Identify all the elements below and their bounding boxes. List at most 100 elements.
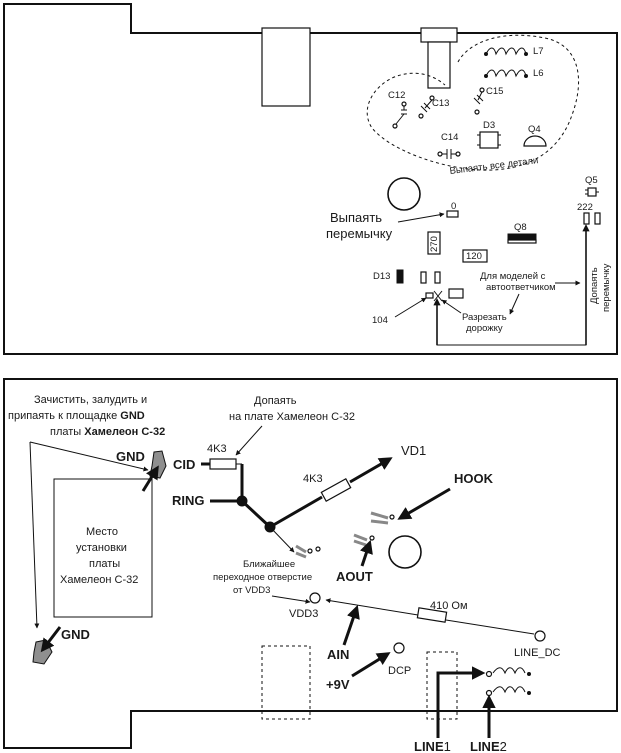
label-q5: Q5 xyxy=(585,175,598,186)
label-vdd3: VDD3 xyxy=(289,608,318,620)
label-120: 120 xyxy=(466,251,482,262)
line-contacts xyxy=(485,667,531,697)
transistor-q5: Q5 xyxy=(585,175,599,197)
cut-track-note-1: Разрезать xyxy=(462,312,507,323)
solder-jumper-note-2: перемычку xyxy=(601,263,612,312)
gnd-top-pad: GND xyxy=(116,449,167,492)
label-r2: 4K3 xyxy=(303,473,323,485)
capacitor-c12: C12 xyxy=(388,90,407,129)
label-line2: LINE2 xyxy=(470,739,507,753)
solder-jumper-note-1: Допаять xyxy=(589,267,600,304)
label-d3: D3 xyxy=(483,120,495,131)
wire-vdd3-linedc xyxy=(325,598,535,635)
resistor-120: 120 xyxy=(462,249,488,263)
diode-d3: D3 xyxy=(477,120,501,149)
switch-hook: HOOK xyxy=(370,471,494,525)
wire-line1 xyxy=(436,666,486,738)
footprint-right xyxy=(426,651,458,720)
capacitor-c13: C13 xyxy=(418,95,449,119)
pointer-to-gnd-top xyxy=(29,441,149,472)
diode-d13: D13 xyxy=(373,269,404,284)
label-104: 104 xyxy=(372,315,388,326)
solder-jumper-wire: Допаять перемычку xyxy=(433,224,612,346)
instruction-clean-1: Зачистить, залудить и xyxy=(34,394,147,406)
mount-note-2: установки xyxy=(76,542,127,554)
label-aout: AOUT xyxy=(336,569,373,584)
transistor-q4: Q4 xyxy=(523,124,547,147)
pad-left xyxy=(420,271,427,284)
footprint-left xyxy=(261,645,311,720)
label-r410: 410 Ом xyxy=(430,600,468,612)
instruction-solder-on-2: на плате Хамелеон С-32 xyxy=(229,411,355,423)
dcp-pad xyxy=(393,642,405,654)
via-note-1: Ближайшее xyxy=(243,559,295,570)
vdd3-via xyxy=(309,592,321,604)
label-q4: Q4 xyxy=(528,124,541,135)
label-270: 270 xyxy=(429,236,440,252)
arrow-ain xyxy=(342,604,360,646)
label-q8: Q8 xyxy=(514,222,527,233)
pad-right xyxy=(434,271,441,284)
bottom-board: Зачистить, залудить и припаять к площадк… xyxy=(3,378,618,753)
mount-note-4: Хамелеон С-32 xyxy=(60,574,138,586)
desolder-jumper-note-1: Выпаять xyxy=(330,210,382,225)
resistor-270: 270 xyxy=(427,231,441,255)
line-dc-pad xyxy=(534,630,546,642)
instruction-clean-2: припаять к площадке GND xyxy=(8,410,145,422)
capacitor-c14: C14 xyxy=(437,132,461,159)
arrow-9v xyxy=(351,652,391,678)
label-c15: C15 xyxy=(486,86,503,97)
label-c13: C13 xyxy=(432,98,449,109)
jack-body xyxy=(427,41,451,89)
inductor-l7: L7 xyxy=(484,46,544,57)
chameleon-mount-area xyxy=(53,478,153,618)
desolder-jumper-note-2: перемычку xyxy=(326,226,393,241)
label-c12: C12 xyxy=(388,90,405,101)
label-l6: L6 xyxy=(533,68,544,79)
connector-block xyxy=(261,27,311,107)
mount-note-3: платы xyxy=(89,558,120,570)
desolder-region xyxy=(366,34,579,171)
instruction-clean-3: платы Хамелеон С-32 xyxy=(50,426,165,438)
answering-models-note-1: Для моделей с xyxy=(480,271,546,282)
gnd-bottom-pad: GND xyxy=(32,626,90,665)
jack-head xyxy=(420,27,458,43)
resistor-222: 222 xyxy=(577,202,601,225)
label-c14: C14 xyxy=(441,132,458,143)
label-line1: LINE1 xyxy=(414,739,451,753)
label-vd1: VD1 xyxy=(401,443,426,458)
label-l7: L7 xyxy=(533,46,544,57)
label-dcp: DCP xyxy=(388,665,411,677)
transistor-q8: Q8 xyxy=(507,222,537,244)
switch-ring xyxy=(295,544,321,559)
wire-cid xyxy=(201,458,244,501)
switch-aout: AOUT xyxy=(336,533,375,584)
capacitor-c15: C15 xyxy=(473,86,503,115)
top-board-outline xyxy=(3,3,618,355)
label-gnd-top: GND xyxy=(116,449,145,464)
top-board: Выпаять все детали L7 L6 C12 C13 C15 xyxy=(3,3,618,355)
wire-vd1 xyxy=(269,457,393,529)
instruction-solder-on-1: Допаять xyxy=(254,395,297,407)
mounting-hole-top xyxy=(387,177,421,211)
pointer-to-gnd-bottom xyxy=(29,441,40,629)
label-plus9v: +9V xyxy=(326,677,350,692)
mount-note-1: Место xyxy=(86,526,118,538)
label-jumper-0: 0 xyxy=(451,201,456,212)
via-note-2: переходное отверстие xyxy=(213,572,312,583)
cut-track-note-2: дорожку xyxy=(466,323,503,334)
label-r1: 4K3 xyxy=(207,443,227,455)
label-222: 222 xyxy=(577,202,593,213)
label-gnd-bottom: GND xyxy=(61,627,90,642)
label-d13: D13 xyxy=(373,271,390,282)
label-ring: RING xyxy=(172,493,205,508)
cut-track-area: 104 Разрезать дорожку xyxy=(372,288,507,334)
mounting-hole-bottom xyxy=(388,535,422,569)
label-cid: CID xyxy=(173,457,195,472)
label-ain: AIN xyxy=(327,647,349,662)
via-note-3: от VDD3 xyxy=(233,585,270,596)
inductor-l6: L6 xyxy=(484,68,544,79)
label-hook: HOOK xyxy=(454,471,494,486)
jumper-desolder: Выпаять перемычку 0 xyxy=(326,201,459,241)
